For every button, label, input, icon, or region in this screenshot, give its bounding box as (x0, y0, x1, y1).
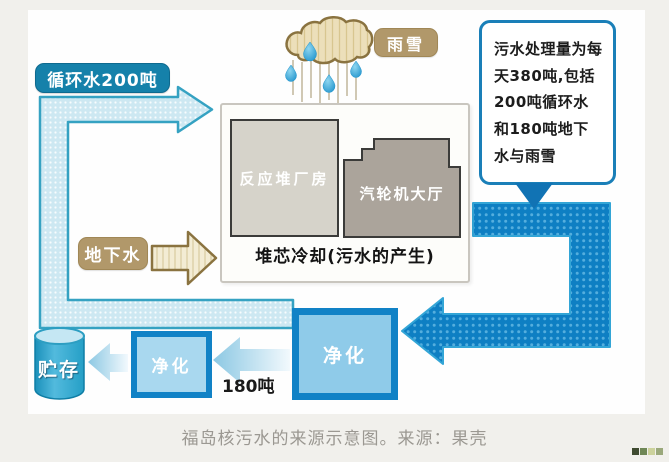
purification-main-box: 净化 (292, 308, 398, 400)
turbine-hall-text: 汽轮机大厅 (359, 185, 445, 203)
storage-label: 贮存 (38, 355, 80, 382)
storage-tank-icon (34, 327, 85, 400)
tons-180-label: 180吨 (222, 372, 275, 397)
turbine-hall-shape (343, 138, 461, 238)
core-cooling-text: 堆芯冷却(污水的产生) (255, 247, 435, 267)
footer-indicator-squares (632, 448, 663, 455)
purification-secondary-box: 净化 (131, 331, 212, 398)
facility-box: 反应堆厂房 汽轮机大厅 堆芯冷却(污水的产生) (220, 103, 470, 283)
info-bubble-text: 污水处理量为每天380吨,包括200吨循环水和180吨地下水与雨雪 (494, 40, 603, 165)
info-bubble-pointer (515, 183, 553, 209)
circulation-loop-arrow (38, 85, 295, 330)
purification-secondary-label: 净化 (151, 357, 192, 377)
circulating-water-label: 循环水200吨 (35, 63, 170, 93)
flow-arrow-180t (213, 337, 290, 383)
info-bubble: 污水处理量为每天380吨,包括200吨循环水和180吨地下水与雨雪 (479, 20, 616, 185)
tons-180-text: 180吨 (222, 377, 275, 397)
footer-square-4 (656, 448, 663, 455)
footer-square-1 (632, 448, 639, 455)
rain-snow-text: 雨雪 (386, 34, 425, 54)
flow-arrow-storage (88, 343, 128, 381)
cloud-shape (285, 16, 374, 65)
raindrop-icon (285, 41, 362, 93)
turbine-hall-label: 汽轮机大厅 (344, 183, 460, 204)
reactor-building-label: 反应堆厂房 (239, 169, 330, 188)
footer-square-2 (640, 448, 647, 455)
core-cooling-label: 堆芯冷却(污水的产生) (222, 242, 468, 267)
storage-text: 贮存 (38, 359, 81, 381)
image-caption: 福岛核污水的来源示意图。来源：果壳 (0, 424, 669, 449)
rain-cloud-icon (285, 16, 374, 105)
wastewater-flow-arrow (401, 202, 611, 365)
reactor-building: 反应堆厂房 (230, 119, 339, 237)
flow-diagram-canvas (34, 16, 611, 400)
caption-text: 福岛核污水的来源示意图。来源：果壳 (181, 429, 488, 449)
rain-snow-label: 雨雪 (374, 28, 438, 57)
footer-square-3 (648, 448, 655, 455)
groundwater-arrow (150, 230, 218, 286)
groundwater-text: 地下水 (84, 246, 142, 266)
purification-main-label: 净化 (322, 344, 367, 367)
groundwater-label: 地下水 (78, 237, 148, 270)
rain-streaks (292, 60, 357, 105)
diagram-panel: 循环水200吨 雨雪 地下水 污水处理量为每天380吨,包括200吨循环水和18… (28, 10, 645, 414)
circulating-water-text: 循环水200吨 (47, 70, 158, 91)
